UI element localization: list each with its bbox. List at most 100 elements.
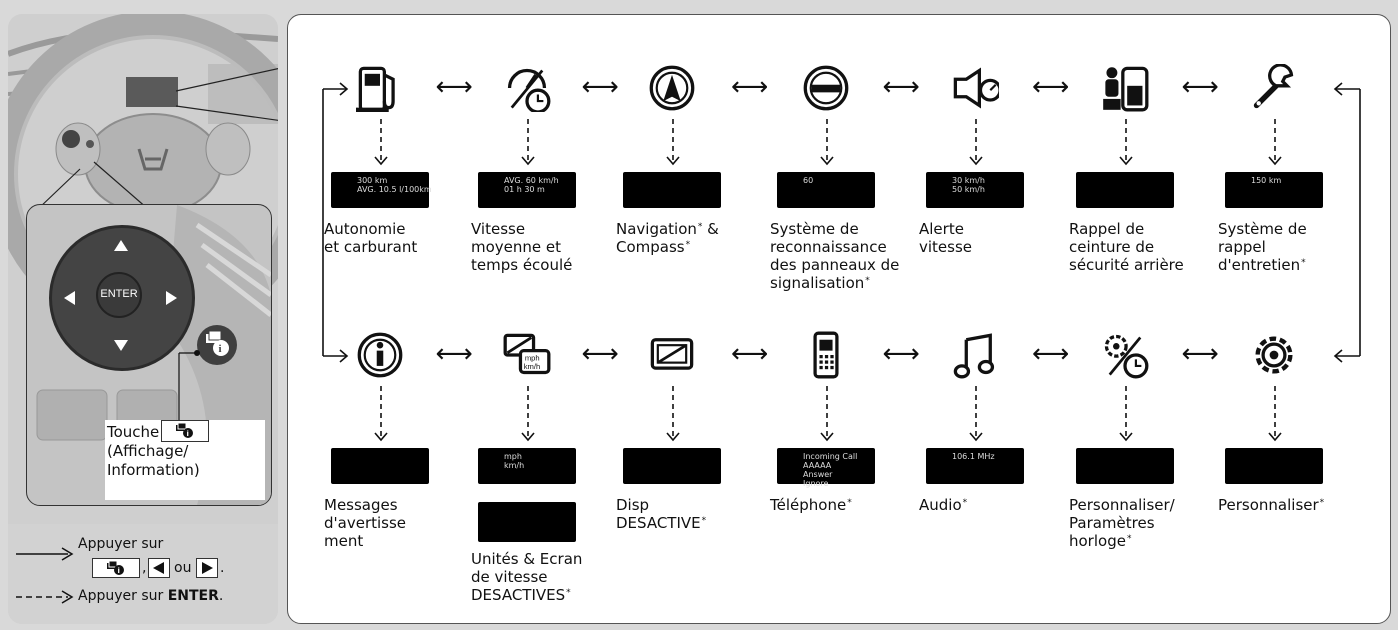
item-label-line: Unités & Ecran bbox=[471, 550, 583, 568]
screen-text: 30 km/h bbox=[952, 176, 985, 185]
item-label-line: Personnaliser/ bbox=[1069, 496, 1175, 514]
display-info-button[interactable]: i bbox=[197, 325, 237, 365]
touch-label-line2: (Affichage/ bbox=[107, 442, 189, 460]
item-label-line: moyenne et bbox=[471, 238, 562, 256]
bidirectional-arrow: ⟷ bbox=[435, 339, 473, 369]
enter-dashed-arrowhead bbox=[1119, 432, 1133, 442]
enter-dashed-arrowhead bbox=[969, 156, 983, 166]
item-label-line: horloge* bbox=[1069, 532, 1132, 550]
screen-text: 01 h 30 m bbox=[504, 185, 545, 194]
legend-dashed-arrow bbox=[16, 590, 74, 604]
item-label-line: Rappel de bbox=[1069, 220, 1145, 238]
screen-text: Ignore bbox=[803, 479, 829, 488]
item-label-line: DESACTIVE* bbox=[616, 514, 707, 532]
enter-dashed-arrowhead bbox=[1268, 432, 1282, 442]
display-screen: 60 bbox=[777, 172, 875, 208]
legend-solid-arrow bbox=[16, 547, 74, 561]
display-screen bbox=[1225, 448, 1323, 484]
item-label-line: reconnaissance bbox=[770, 238, 887, 256]
item-label-line: et carburant bbox=[324, 238, 418, 256]
control-pad-zoom: ENTER i Touche i (Affichage/ Information… bbox=[26, 204, 272, 506]
item-label-line: ceinture de bbox=[1069, 238, 1155, 256]
item-label-line: Navigation* & bbox=[616, 220, 719, 238]
display-screen bbox=[623, 448, 721, 484]
screen-text: mph bbox=[504, 452, 522, 461]
dpad-right-arrow-icon[interactable] bbox=[166, 291, 177, 305]
fuel-range-icon bbox=[356, 64, 404, 116]
svg-text:i: i bbox=[219, 343, 222, 355]
left-loop-top-head bbox=[339, 82, 349, 96]
bidirectional-arrow: ⟷ bbox=[581, 72, 619, 102]
display-off-icon bbox=[648, 331, 696, 383]
item-label-line: d'entretien* bbox=[1218, 256, 1306, 274]
item-label-line: Système de bbox=[770, 220, 859, 238]
screen-text: km/h bbox=[504, 461, 525, 470]
legend-dashed-key: ENTER bbox=[167, 588, 219, 604]
screen-text: Incoming Call bbox=[803, 452, 858, 461]
display-flow-panel bbox=[287, 14, 1391, 624]
enter-button[interactable]: ENTER bbox=[96, 272, 142, 318]
enter-dashed-arrowhead bbox=[969, 432, 983, 442]
left-loop-bottom-head bbox=[339, 349, 349, 363]
enter-dashed-arrowhead bbox=[820, 156, 834, 166]
dpad-left-arrow-icon[interactable] bbox=[64, 291, 75, 305]
customize-clock-icon bbox=[1101, 331, 1149, 383]
bidirectional-arrow: ⟷ bbox=[882, 339, 920, 369]
item-label-line: temps écoulé bbox=[471, 256, 573, 274]
average-speed-timer-icon bbox=[503, 64, 551, 116]
svg-text:km/h: km/h bbox=[524, 362, 541, 371]
screen-text: 50 km/h bbox=[952, 185, 985, 194]
bidirectional-arrow: ⟷ bbox=[731, 72, 769, 102]
enter-dashed-arrowhead bbox=[820, 432, 834, 442]
item-label-line: sécurité arrière bbox=[1069, 256, 1184, 274]
item-label-line: Messages bbox=[324, 496, 398, 514]
screen-text: 60 bbox=[803, 176, 814, 185]
enter-dashed-arrowhead bbox=[374, 432, 388, 442]
enter-dashed-arrowhead bbox=[521, 432, 535, 442]
info-icon bbox=[356, 331, 404, 383]
legend-comma: , bbox=[142, 560, 147, 576]
legend-solid-text: Appuyer sur bbox=[78, 536, 164, 552]
enter-dashed-arrowhead bbox=[666, 156, 680, 166]
navigation-compass-icon bbox=[648, 64, 696, 116]
traffic-sign-icon bbox=[802, 64, 850, 116]
touch-label-line3: Information) bbox=[107, 461, 200, 479]
touch-label-line1: Touche bbox=[107, 423, 160, 441]
legend: Appuyer sur i , ou . Appuyer sur ENTER. bbox=[8, 524, 278, 624]
screen-text: 106.1 MHz bbox=[952, 452, 995, 461]
display-screen bbox=[1076, 172, 1174, 208]
screen-text: AVG. 10.5 l/100km bbox=[357, 185, 432, 194]
phone-icon bbox=[802, 331, 850, 383]
screen-text: Answer bbox=[803, 470, 833, 479]
item-label-line: Compass* bbox=[616, 238, 691, 256]
item-label-line: Téléphone* bbox=[770, 496, 852, 514]
dpad-up-arrow-icon[interactable] bbox=[114, 240, 128, 251]
flow-lines bbox=[322, 82, 1361, 442]
legend-dashed-text: Appuyer sur ENTER. bbox=[78, 588, 223, 605]
rear-seatbelt-reminder-icon bbox=[1101, 64, 1149, 116]
display-screen-off bbox=[478, 502, 576, 542]
display-screen: 150 km bbox=[1225, 172, 1323, 208]
svg-text:i: i bbox=[187, 430, 189, 438]
screen-text: 150 km bbox=[1251, 176, 1282, 185]
enter-dashed-arrowhead bbox=[666, 432, 680, 442]
touch-label-key-icon: i bbox=[161, 420, 209, 442]
dpad-down-arrow-icon[interactable] bbox=[114, 340, 128, 351]
enter-dashed-arrowhead bbox=[374, 156, 388, 166]
bidirectional-arrow: ⟷ bbox=[731, 339, 769, 369]
item-label-line: de vitesse bbox=[471, 568, 548, 586]
right-loop-top-head bbox=[1333, 82, 1343, 96]
item-label-line: Audio* bbox=[919, 496, 968, 514]
legend-period: . bbox=[220, 560, 225, 576]
dpad[interactable]: ENTER bbox=[49, 225, 195, 371]
svg-text:i: i bbox=[118, 567, 120, 575]
